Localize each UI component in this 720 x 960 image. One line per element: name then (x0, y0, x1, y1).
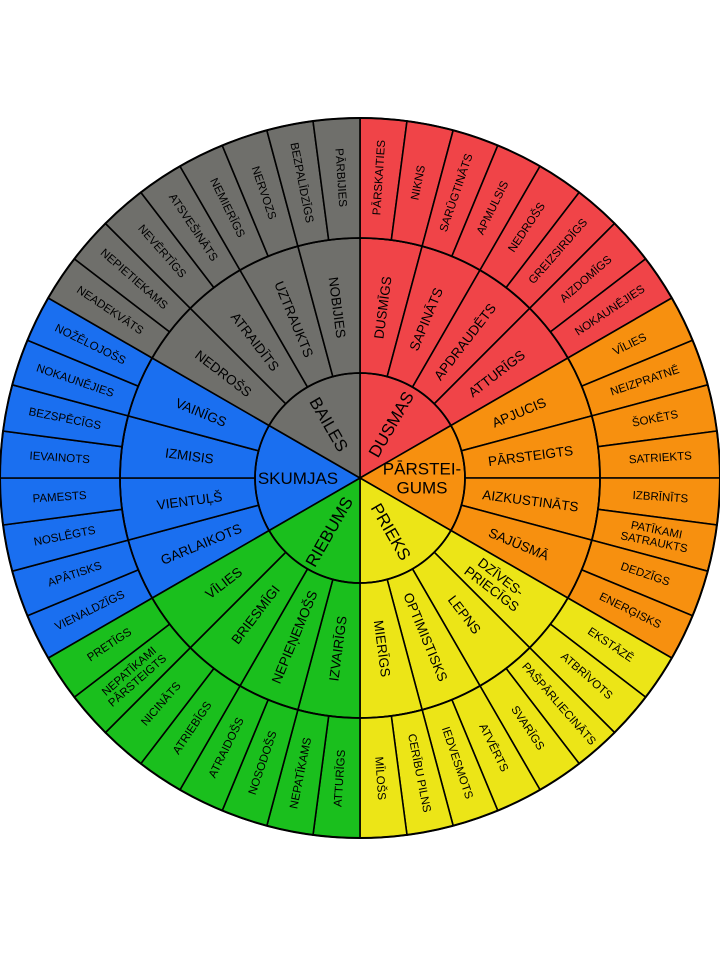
outer-emotion-label-atturigs: ATTURĪGS (332, 749, 348, 807)
mid-emotion-label-izmisis: IZMISIS (164, 445, 214, 466)
outer-emotion-label-parbijies: PĀRBIJIES (332, 148, 348, 208)
outer-emotion-label-izbrinits: IZBRĪNĪTS (632, 490, 689, 506)
ring-outline (254, 372, 466, 584)
outer-emotion-label-parskaities: PĀRSKAITIES (371, 139, 388, 215)
core-emotion-label-parstei-gums: PĀRSTEI-GUMS (383, 459, 461, 497)
outer-emotion-label-pamests: PAMESTS (32, 490, 87, 506)
outer-emotion-label-ievainots: IEVAINOTS (29, 450, 90, 466)
mid-emotion-label-mierigs: MIERĪGS (371, 619, 393, 677)
ring-outline (119, 237, 601, 719)
outer-emotion-label-satriekts: SATRIEKTS (628, 450, 692, 466)
outer-emotion-label-miloss: MĪLOŠS (372, 756, 388, 801)
core-emotion-label-skumjas: SKUMJAS (258, 469, 338, 488)
ring-outline (0, 117, 720, 839)
